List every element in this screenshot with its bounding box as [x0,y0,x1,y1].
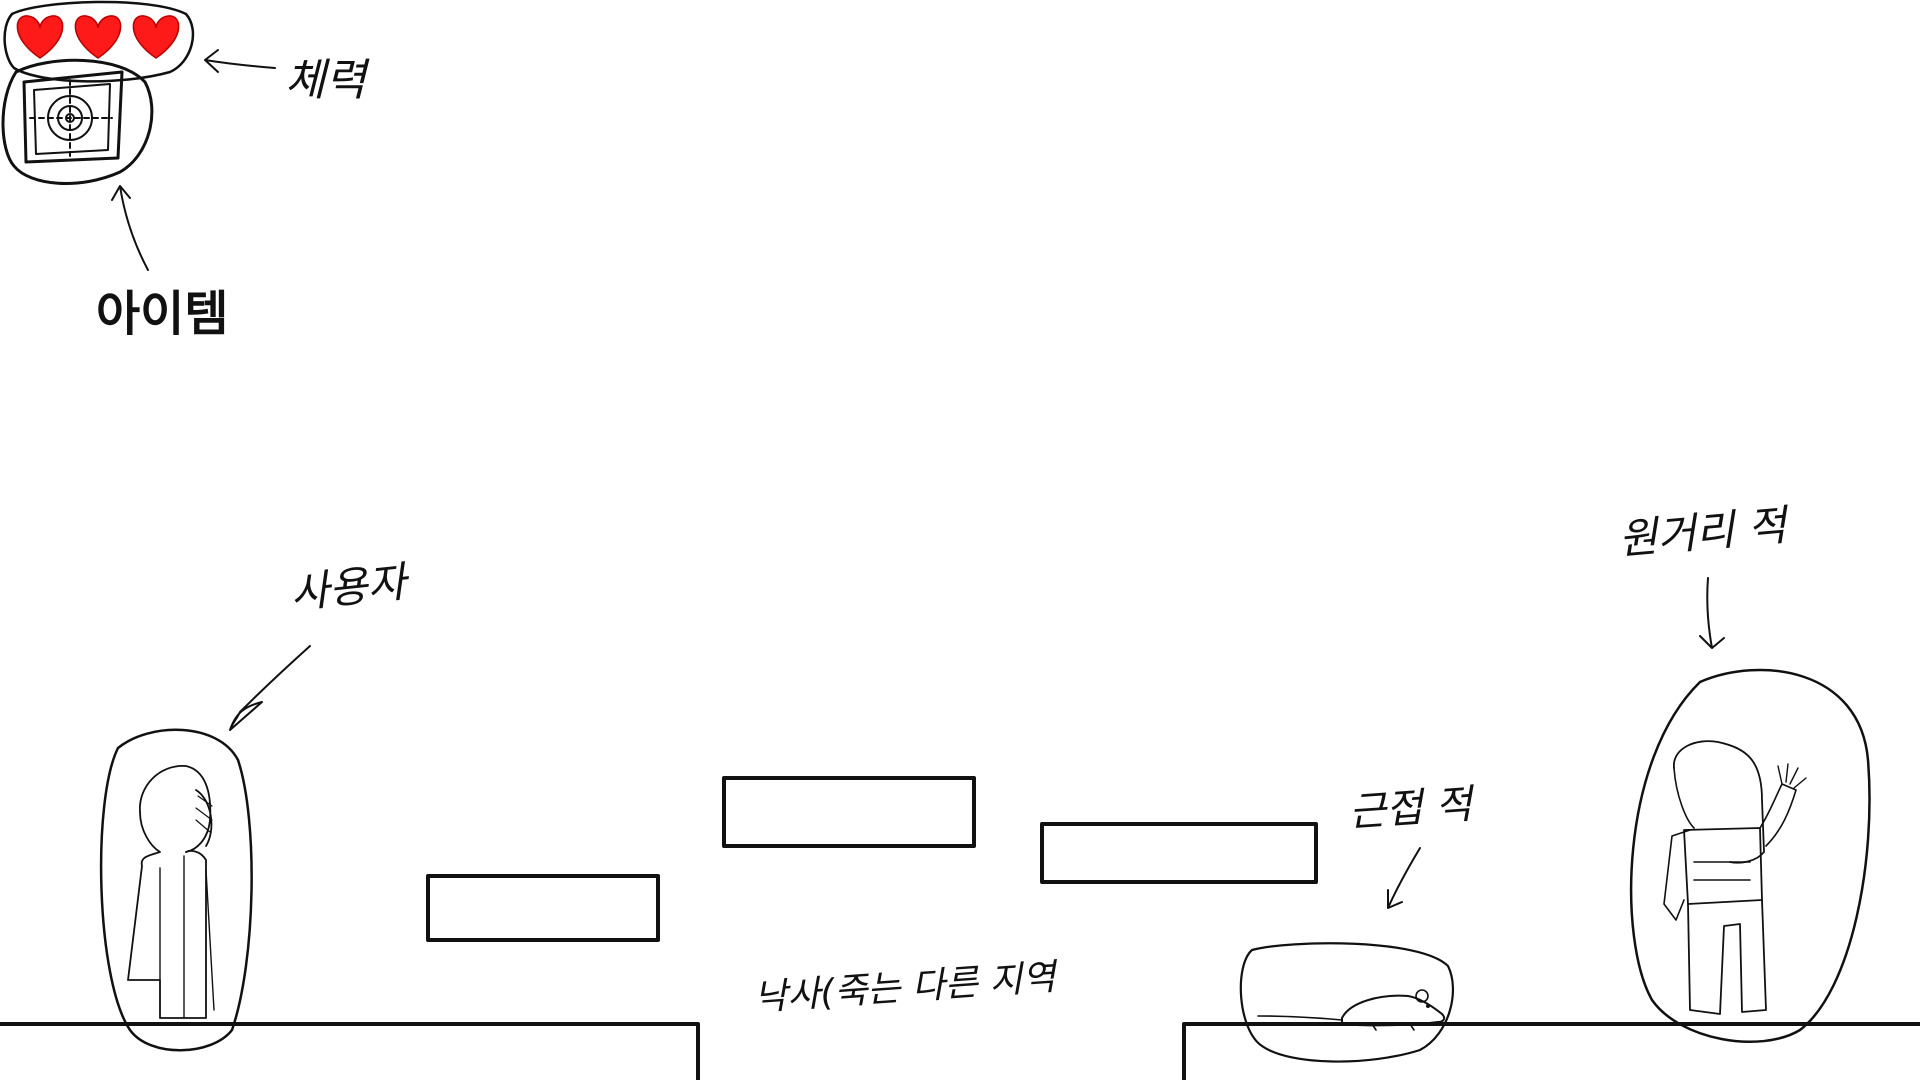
ranged-enemy-highlight-circle [1629,668,1871,1043]
heart-icon [16,15,64,59]
platform-low [426,874,660,942]
health-highlight-circle [3,0,195,83]
health-hud: 체력 [3,0,370,106]
ground: 낙사(죽는 다른 지역 [0,957,1920,1080]
ranged-enemy [1629,668,1871,1043]
player-highlight-circle [99,728,253,1052]
item-label: 아이템 [96,286,228,342]
ground-right [1182,1022,1920,1080]
platforms [426,776,1318,942]
platform-mid [1040,822,1318,884]
health-hearts [16,15,180,59]
item-hud: 아이템 [1,58,228,342]
ranged-enemy-label: 원거리 적 [1617,500,1793,564]
ground-left [0,1022,700,1080]
pit-label: 낙사(죽는 다른 지역 [753,957,1061,1019]
health-label: 체력 [285,55,370,106]
item-arrow [111,185,149,271]
player-label: 사용자 [288,557,413,618]
ranged-enemy-arrow [1699,577,1725,649]
melee-enemy-highlight-circle [1239,942,1455,1063]
melee-enemy-label: 근접 적 [1347,781,1477,836]
platform-high [722,776,976,848]
player-arrow [229,645,311,731]
rat-icon [1257,989,1446,1031]
melee-enemy [1239,942,1455,1063]
heart-icon [132,15,180,59]
crosshair-target-icon [22,70,124,164]
player-character [99,728,253,1052]
heart-icon [74,15,122,59]
melee-enemy-arrow [1387,847,1421,909]
item-highlight-circle [1,58,154,185]
health-arrow [204,49,276,73]
